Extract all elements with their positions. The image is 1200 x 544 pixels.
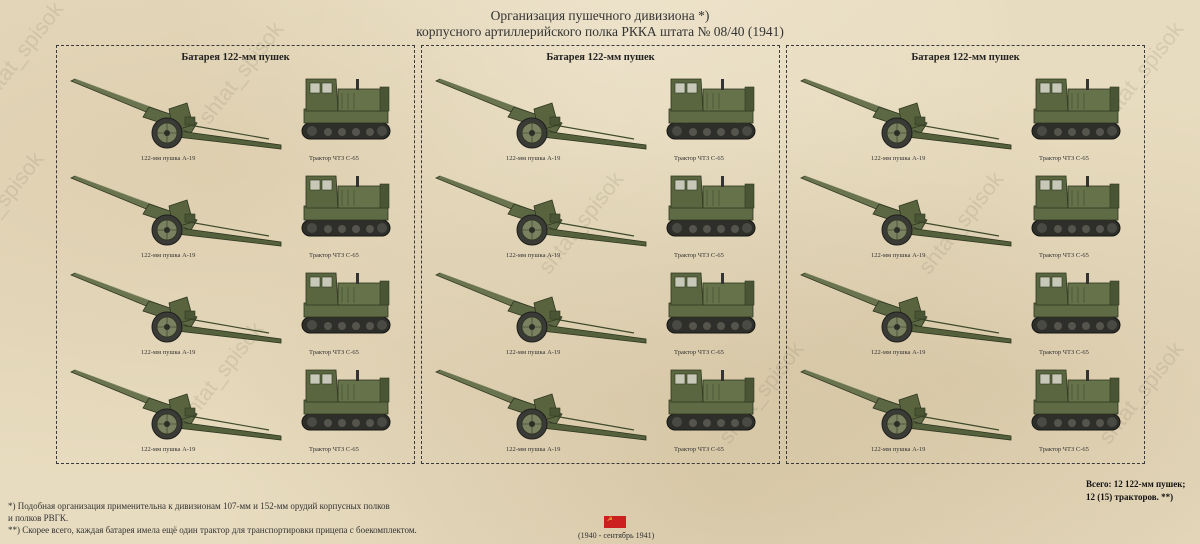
- gun-caption: 122-мм пушка А-19: [506, 155, 561, 162]
- totals-line-2: 12 (15) тракторов. **): [1086, 492, 1174, 502]
- gun-tractor-pair: 122-мм пушка А-19 Трактор ЧТЗ С-65: [422, 364, 779, 462]
- howitzer-a19-icon: [69, 267, 284, 345]
- tractor-chtz-s65-icon: [665, 75, 757, 141]
- gun-tractor-pair: 122-мм пушка А-19 Трактор ЧТЗ С-65: [422, 73, 779, 171]
- tractor-caption: Трактор ЧТЗ С-65: [674, 446, 724, 453]
- battery-title: Батарея 122-мм пушек: [546, 52, 655, 63]
- gun-caption: 122-мм пушка А-19: [506, 446, 561, 453]
- tractor-chtz-s65-icon: [300, 75, 392, 141]
- howitzer-a19-icon: [434, 170, 649, 248]
- howitzer-a19-icon: [434, 267, 649, 345]
- tractor-chtz-s65-icon: [1030, 269, 1122, 335]
- tractor-caption: Трактор ЧТЗ С-65: [309, 252, 359, 259]
- howitzer-a19-icon: [69, 73, 284, 151]
- tractor-caption: Трактор ЧТЗ С-65: [1039, 155, 1089, 162]
- gun-tractor-pair: 122-мм пушка А-19 Трактор ЧТЗ С-65: [787, 170, 1144, 268]
- gun-caption: 122-мм пушка А-19: [871, 252, 926, 259]
- howitzer-a19-icon: [434, 364, 649, 442]
- tractor-caption: Трактор ЧТЗ С-65: [309, 446, 359, 453]
- tractor-caption: Трактор ЧТЗ С-65: [674, 349, 724, 356]
- gun-caption: 122-мм пушка А-19: [141, 349, 196, 356]
- gun-tractor-pair: 122-мм пушка А-19 Трактор ЧТЗ С-65: [422, 170, 779, 268]
- tractor-chtz-s65-icon: [665, 366, 757, 432]
- tractor-chtz-s65-icon: [1030, 172, 1122, 238]
- tractor-chtz-s65-icon: [665, 172, 757, 238]
- tractor-caption: Трактор ЧТЗ С-65: [309, 155, 359, 162]
- gun-caption: 122-мм пушка А-19: [141, 446, 196, 453]
- watermark: shtat_spisok: [0, 146, 49, 259]
- gun-caption: 122-мм пушка А-19: [141, 155, 196, 162]
- tractor-chtz-s65-icon: [300, 172, 392, 238]
- howitzer-a19-icon: [799, 170, 1014, 248]
- howitzer-a19-icon: [69, 170, 284, 248]
- gun-tractor-pair: 122-мм пушка А-19 Трактор ЧТЗ С-65: [57, 267, 414, 365]
- footnote-1-line-1: *) Подобная организация применительна к …: [8, 501, 390, 511]
- gun-caption: 122-мм пушка А-19: [141, 252, 196, 259]
- tractor-chtz-s65-icon: [1030, 366, 1122, 432]
- battery-title: Батарея 122-мм пушек: [911, 52, 1020, 63]
- gun-tractor-pair: 122-мм пушка А-19 Трактор ЧТЗ С-65: [787, 364, 1144, 462]
- gun-caption: 122-мм пушка А-19: [506, 252, 561, 259]
- gun-caption: 122-мм пушка А-19: [506, 349, 561, 356]
- footnote-1-line-2: и полков РВГК.: [8, 513, 69, 523]
- gun-tractor-pair: 122-мм пушка А-19 Трактор ЧТЗ С-65: [787, 267, 1144, 365]
- tractor-chtz-s65-icon: [300, 269, 392, 335]
- title-line-1: Организация пушечного дивизиона *): [490, 8, 710, 23]
- tractor-chtz-s65-icon: [300, 366, 392, 432]
- gun-caption: 122-мм пушка А-19: [871, 446, 926, 453]
- tractor-caption: Трактор ЧТЗ С-65: [1039, 349, 1089, 356]
- howitzer-a19-icon: [434, 73, 649, 151]
- howitzer-a19-icon: [799, 267, 1014, 345]
- gun-tractor-pair: 122-мм пушка А-19 Трактор ЧТЗ С-65: [422, 267, 779, 365]
- totals-line-1: Всего: 12 122-мм пушек;: [1086, 479, 1186, 489]
- period-label: (1940 - сентябрь 1941): [578, 531, 655, 540]
- tractor-chtz-s65-icon: [665, 269, 757, 335]
- tractor-caption: Трактор ЧТЗ С-65: [1039, 446, 1089, 453]
- gun-caption: 122-мм пушка А-19: [871, 349, 926, 356]
- gun-tractor-pair: 122-мм пушка А-19 Трактор ЧТЗ С-65: [57, 73, 414, 171]
- battery-panel: Батарея 122-мм пушек 122-мм пушка А-19 Т…: [421, 45, 780, 464]
- footnotes: *) Подобная организация применительна к …: [8, 500, 417, 536]
- gun-tractor-pair: 122-мм пушка А-19 Трактор ЧТЗ С-65: [57, 364, 414, 462]
- hammer-sickle-icon: ☭: [607, 517, 613, 523]
- battery-panel: Батарея 122-мм пушек 122-мм пушка А-19 Т…: [786, 45, 1145, 464]
- gun-tractor-pair: 122-мм пушка А-19 Трактор ЧТЗ С-65: [787, 73, 1144, 171]
- ussr-flag-icon: ☭: [604, 516, 626, 528]
- howitzer-a19-icon: [69, 364, 284, 442]
- tractor-caption: Трактор ЧТЗ С-65: [674, 155, 724, 162]
- battery-title: Батарея 122-мм пушек: [181, 52, 290, 63]
- totals-summary: Всего: 12 122-мм пушек; 12 (15) тракторо…: [1086, 478, 1185, 504]
- tractor-chtz-s65-icon: [1030, 75, 1122, 141]
- howitzer-a19-icon: [799, 364, 1014, 442]
- title-line-2: корпусного артиллерийского полка РККА шт…: [416, 24, 784, 39]
- page-title: Организация пушечного дивизиона *) корпу…: [0, 8, 1200, 40]
- tractor-caption: Трактор ЧТЗ С-65: [1039, 252, 1089, 259]
- howitzer-a19-icon: [799, 73, 1014, 151]
- tractor-caption: Трактор ЧТЗ С-65: [309, 349, 359, 356]
- gun-tractor-pair: 122-мм пушка А-19 Трактор ЧТЗ С-65: [57, 170, 414, 268]
- battery-panel: Батарея 122-мм пушек 122-мм пушка А-19 Т…: [56, 45, 415, 464]
- footnote-2: **) Скорее всего, каждая батарея имела е…: [8, 525, 417, 535]
- tractor-caption: Трактор ЧТЗ С-65: [674, 252, 724, 259]
- gun-caption: 122-мм пушка А-19: [871, 155, 926, 162]
